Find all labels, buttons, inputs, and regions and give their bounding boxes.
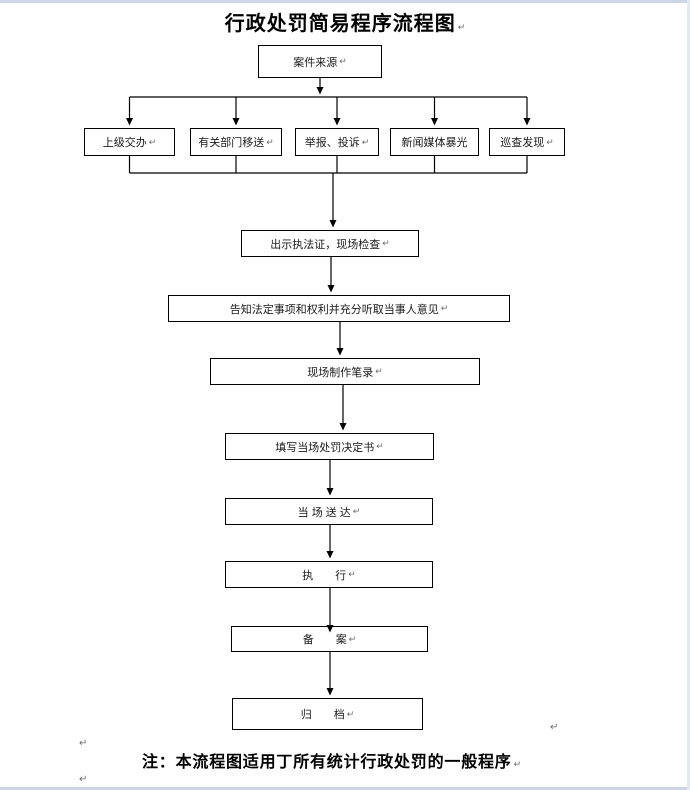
flow-box-label: 告知法定事项和权利并充分听取当事人意见 <box>229 303 439 316</box>
page-note: 注：本流程图适用丁所有统计行政处罚的一般程序↵ <box>142 748 521 772</box>
paragraph-return-mark: ↵ <box>348 633 357 644</box>
flow-box-superior-assignment: 上级交办↵ <box>84 128 175 156</box>
paragraph-return-mark: ↵ <box>457 22 466 32</box>
flow-box-fill-decision: 填写当场处罚决定书↵ <box>225 433 434 460</box>
flow-box-label: 新闻媒体暴光 <box>401 137 468 149</box>
paragraph-return-mark: ↵ <box>266 136 274 147</box>
flow-box-label: 有关部门移送 <box>198 137 265 149</box>
paragraph-return-mark: ↵ <box>513 759 522 769</box>
paragraph-return-mark: ↵ <box>440 303 449 313</box>
page-title: 行政处罚简易程序流程图↵ <box>0 7 690 36</box>
flow-box-report-complaint: 举报、投诉↵ <box>295 128 379 156</box>
flow-box-show-credentials: 出示执法证，现场检查↵ <box>241 230 419 257</box>
flow-box-label: 巡查发现 <box>500 137 545 149</box>
paragraph-return-mark: ↵ <box>546 136 554 147</box>
page-top-edge <box>0 0 690 3</box>
paragraph-return-mark: ↵ <box>79 774 88 785</box>
page-note-text: 注：本流程图适用丁所有统计行政处罚的一般程序 <box>142 754 512 771</box>
flow-box-inform-rights: 告知法定事项和权利并充分听取当事人意见↵ <box>168 295 510 322</box>
paragraph-return-mark: ↵ <box>382 238 390 248</box>
flow-box-onsite-delivery: 当 场 送 达↵ <box>225 498 433 525</box>
flow-box-label: 现场制作笔录 <box>307 366 374 379</box>
flow-box-case-source: 案件来源↵ <box>258 45 382 78</box>
flow-box-dept-transfer: 有关部门移送↵ <box>190 128 282 156</box>
paragraph-return-mark: ↵ <box>375 366 383 376</box>
page-bottom-edge <box>0 787 690 790</box>
flow-box-label: 归 档 <box>300 709 345 721</box>
flow-box-media-exposure: 新闻媒体暴光 <box>390 128 479 156</box>
flow-box-label: 执 行 <box>302 569 347 582</box>
page-title-text: 行政处罚简易程序流程图 <box>224 13 456 35</box>
paragraph-return-mark: ↵ <box>339 56 347 66</box>
flow-box-label: 填写当场处罚决定书 <box>275 441 375 454</box>
flow-box-label: 出示执法证，现场检查 <box>270 238 381 251</box>
paragraph-return-mark: ↵ <box>550 722 559 733</box>
connector-lines <box>126 78 531 696</box>
flow-box-label: 备 案 <box>302 634 347 646</box>
paragraph-return-mark: ↵ <box>361 136 370 147</box>
flow-box-filing: 备 案↵ <box>231 626 428 652</box>
flow-box-label: 当 场 送 达 <box>297 506 351 519</box>
paragraph-return-mark: ↵ <box>79 738 88 749</box>
flow-box-onsite-record: 现场制作笔录↵ <box>210 358 480 385</box>
paragraph-return-mark: ↵ <box>346 708 355 719</box>
paragraph-return-mark: ↵ <box>348 569 356 579</box>
flow-box-inspection-discovery: 巡查发现↵ <box>489 128 565 156</box>
paragraph-return-mark: ↵ <box>376 441 384 451</box>
flow-box-label: 案件来源 <box>293 56 338 69</box>
flow-box-archiving: 归 档↵ <box>232 698 423 730</box>
flow-box-label: 上级交办 <box>102 137 147 149</box>
paragraph-return-mark: ↵ <box>352 506 361 516</box>
paragraph-return-mark: ↵ <box>148 136 157 147</box>
flow-box-label: 举报、投诉 <box>304 137 360 149</box>
page-right-edge <box>687 0 690 790</box>
flow-box-execution: 执 行↵ <box>225 561 433 588</box>
